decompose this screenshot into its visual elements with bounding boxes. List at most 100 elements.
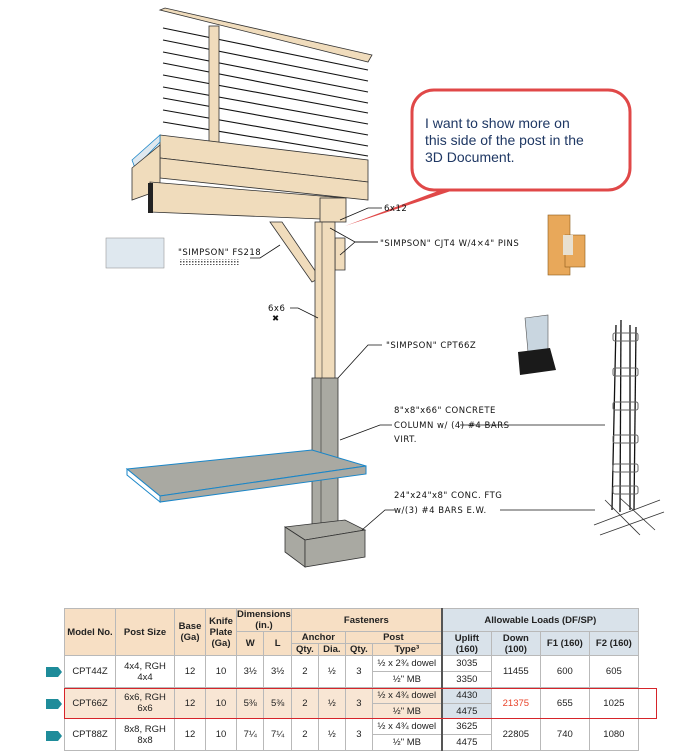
cell-f1: 600 [539,655,590,688]
cell-post-qty: 3 [344,655,373,688]
cell-knife: 10 [205,655,237,688]
cell-model: CPT44Z [64,655,116,688]
callout-line-2: this side of the post in the [425,132,584,148]
label-post: 6x6 [268,304,285,314]
row-marker-icon [46,731,62,741]
label-footing-2: w/(3) #4 BARS E.W. [394,506,487,516]
cell-l: 3½ [263,655,292,688]
header-f1: F1 (160) [539,631,590,656]
cell-base: 12 [174,687,206,719]
cell-anchor-dia: ½ [317,718,346,751]
header-fasteners: Fasteners [290,608,443,632]
cell-f2: 1080 [588,718,639,751]
row-marker-icon [46,699,62,709]
cell-knife: 10 [205,718,237,751]
cell-anchor-dia: ½ [317,655,346,688]
cell-type-b: ½" MB [371,671,443,688]
svg-text:I want to show more on: I want to show more on [425,115,570,131]
header-loads: Allowable Loads (DF/SP) [440,608,639,632]
cpt-spec-table: Model No. Post Size Base (Ga) Knife Plat… [64,608,639,751]
header-anchor: Anchor [290,631,346,644]
callout-bubble [410,88,632,192]
cell-post-qty: 3 [344,718,373,751]
header-post-qty: Qty. [344,643,373,656]
cell-w: 7¼ [235,718,265,751]
cell-anchor-qty: 2 [290,655,319,688]
cell-type-a: ½ x 4¾ dowel [371,718,443,735]
cell-l: 5⅜ [263,687,292,719]
header-dimensions: Dimensions (in.) [236,608,292,632]
cell-down: 22805 [490,718,541,751]
leader-lines [250,207,605,531]
cjt4-thumbnail [547,214,586,276]
cell-post-size: 8x8, RGH 8x8 [115,718,175,751]
header-f2: F2 (160) [588,631,639,656]
beam-6x12 [148,181,347,223]
post-6x6 [314,221,336,381]
cell-uplift-b: 4475 [440,734,492,751]
cell-type-b: ½" MB [371,703,443,719]
header-anchor-dia: Dia. [317,643,346,656]
table-row-highlighted: CPT66Z 6x6, RGH 6x6 12 10 5⅜ 5⅜ 2 ½ 3 ½ … [64,687,639,719]
snap-marker-icon: ✖ [272,314,280,324]
cell-f1: 655 [539,687,590,719]
cell-base: 12 [174,718,206,751]
svg-text:3D Document.: 3D Document. [425,149,514,165]
label-cpt66z: "SIMPSON" CPT66Z [386,341,476,351]
footing [283,519,367,568]
cell-type-b: ½" MB [371,734,443,751]
table-row: CPT44Z 4x4, RGH 4x4 12 10 3½ 3½ 2 ½ 3 ½ … [64,655,639,688]
cpt66z-thumbnail [518,314,556,375]
header-type: Type³ [371,643,443,656]
cell-uplift-b: 3350 [440,671,492,688]
cell-type-a: ½ x 2¾ dowel [371,655,443,672]
cell-l: 7¼ [263,718,292,751]
cell-down: 11455 [490,655,541,688]
slab [125,449,367,504]
deck-rim [131,134,369,201]
svg-text:this side of the post in the: this side of the post in the [425,132,584,148]
cell-type-a: ½ x 4¾ dowel [371,687,443,704]
cell-model: CPT88Z [64,718,116,751]
header-model: Model No. [64,608,116,656]
header-down: Down (100) [490,631,541,656]
label-cjt4: "SIMPSON" CJT4 W/4×4" PINS [380,239,519,249]
callout-line-1: I want to show more on [425,115,570,131]
fs218-thumbnail [105,237,240,269]
label-footing-1: 24"x24"x8" CONC. FTG [394,491,502,501]
label-beam: 6x12 [384,204,407,214]
cell-uplift-a: 3035 [440,655,492,672]
label-fs218: "SIMPSON" FS218 [178,248,261,258]
cell-knife: 10 [205,687,237,719]
rebar-cage [593,319,665,536]
cell-uplift-a: 3625 [440,718,492,735]
cell-f1: 740 [539,718,590,751]
callout-pointer [345,188,460,226]
cell-f2: 605 [588,655,639,688]
cell-base: 12 [174,655,206,688]
cell-post-size: 6x6, RGH 6x6 [115,687,175,719]
cell-anchor-qty: 2 [290,718,319,751]
header-uplift: Uplift (160) [440,631,492,656]
row-marker-icon [46,667,62,677]
cell-w: 3½ [235,655,265,688]
cell-anchor-qty: 2 [290,687,319,719]
table-row: CPT88Z 8x8, RGH 8x8 12 10 7¼ 7¼ 2 ½ 3 ½ … [64,718,639,751]
cell-anchor-dia: ½ [317,687,346,719]
label-column-2: COLUMN w/ (4) #4 BARS [394,421,510,431]
header-base: Base (Ga) [174,608,206,656]
label-column-1: 8"x8"x66" CONCRETE [394,406,496,416]
callout-line-3: 3D Document. [425,149,514,165]
cell-post-qty: 3 [344,687,373,719]
header-l: L [263,631,292,656]
header-post-size: Post Size [115,608,175,656]
label-column-3: VIRT. [394,435,417,445]
header-anchor-qty: Qty. [290,643,319,656]
header-knife: Knife Plate (Ga) [205,608,237,656]
cell-model: CPT66Z [64,687,116,719]
header-w: W [235,631,265,656]
cell-down: 21375 [490,687,541,719]
cell-uplift-b: 4475 [440,703,492,719]
cell-w: 5⅜ [235,687,265,719]
cell-post-size: 4x4, RGH 4x4 [115,655,175,688]
